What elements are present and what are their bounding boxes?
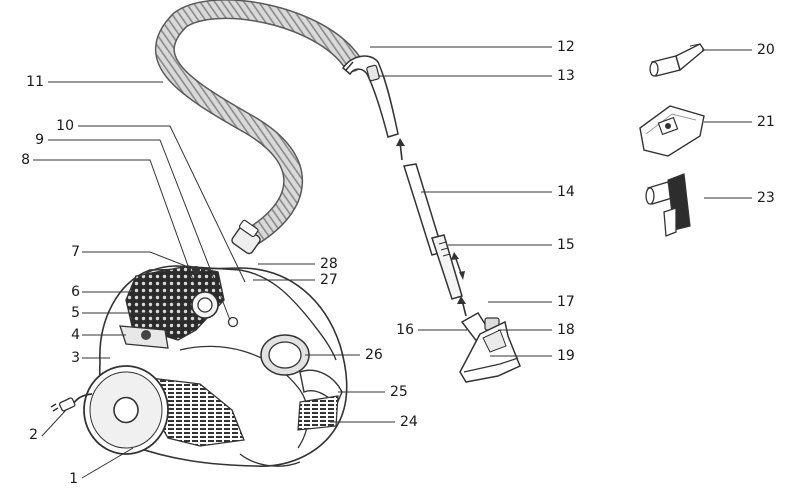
dust-bag [639, 105, 705, 157]
callout-11: 11 [26, 74, 44, 90]
callout-14: 14 [557, 184, 575, 200]
callout-23: 23 [757, 190, 775, 206]
telescopic-tube [403, 163, 463, 300]
callout-25: 25 [390, 384, 408, 400]
callout-4: 4 [71, 327, 80, 343]
callout-17: 17 [557, 294, 575, 310]
callout-16: 16 [396, 322, 414, 338]
adjust-arrows-icon [451, 252, 465, 280]
callout-26: 26 [365, 347, 383, 363]
power-cord [50, 393, 93, 412]
crevice-tool [649, 43, 705, 77]
hose-connector [231, 219, 261, 255]
leader-lines [33, 46, 752, 479]
callout-7: 7 [71, 244, 80, 260]
callout-20: 20 [757, 42, 775, 58]
callout-15: 15 [557, 237, 575, 253]
arrow-icon [457, 296, 467, 317]
callout-2: 2 [29, 427, 38, 443]
callout-13: 13 [557, 68, 575, 84]
callout-5: 5 [71, 305, 80, 321]
callout-19: 19 [557, 348, 575, 364]
callout-24: 24 [400, 414, 418, 430]
callout-9: 9 [35, 132, 44, 148]
callout-18: 18 [557, 322, 575, 338]
callout-28: 28 [320, 256, 338, 272]
callout-1: 1 [69, 471, 78, 487]
callout-8: 8 [21, 152, 30, 168]
callout-6: 6 [71, 284, 80, 300]
arrow-icon [396, 138, 405, 161]
callout-3: 3 [71, 350, 80, 366]
callout-27: 27 [320, 272, 338, 288]
callout-10: 10 [56, 118, 74, 134]
hose-handle [341, 55, 399, 138]
vacuum-body [83, 265, 348, 467]
callout-21: 21 [757, 114, 775, 130]
upholstery-tool [645, 173, 691, 237]
floor-nozzle [459, 311, 521, 383]
hose [155, 0, 362, 248]
callout-12: 12 [557, 39, 575, 55]
